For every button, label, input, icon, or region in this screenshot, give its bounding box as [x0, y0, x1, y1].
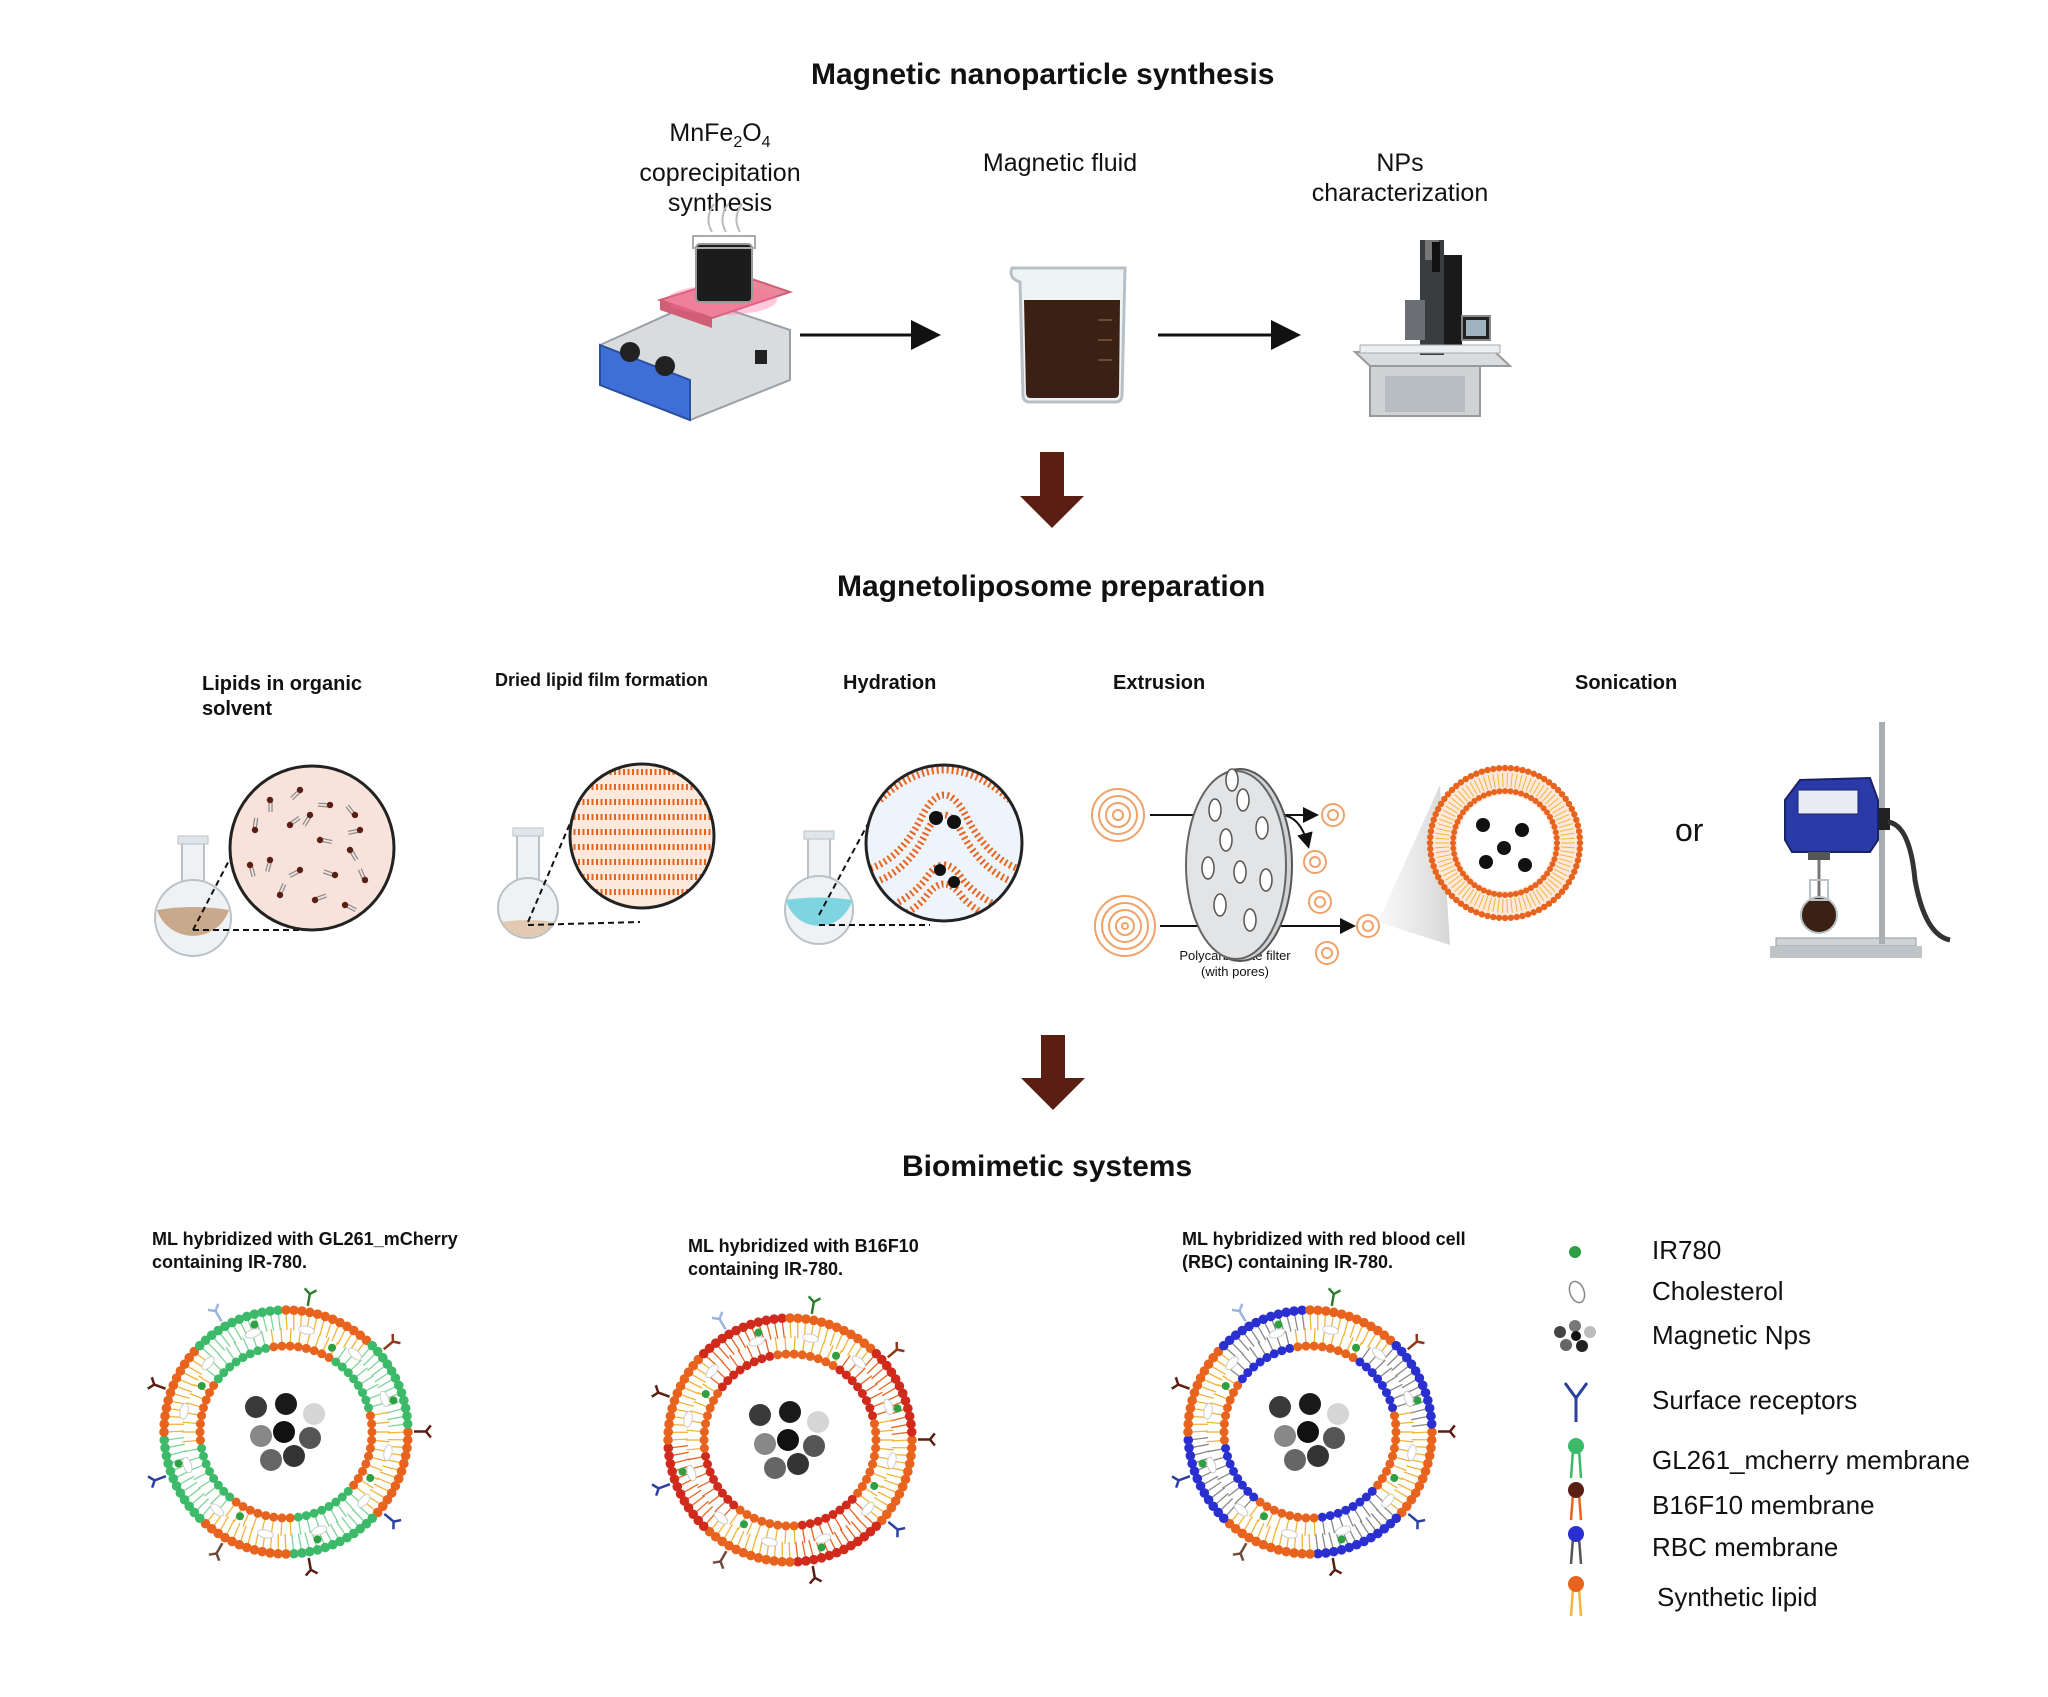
- lipids-organic-solvent-label: Lipids in organic solvent: [202, 672, 362, 722]
- system3-caption: ML hybridized with red blood cell (RBC) …: [1182, 1228, 1466, 1274]
- probe-sonicator-icon: [1770, 722, 1951, 958]
- extrusion-label: Extrusion: [1113, 672, 1206, 694]
- legend-label-rbc: RBC membrane: [1652, 1532, 1839, 1562]
- sys3-line2: (RBC) containing IR-780.: [1182, 1252, 1394, 1272]
- step-nps-characterization-label: NPs characterization: [1290, 148, 1510, 208]
- sys3-line1: ML hybridized with red blood cell: [1182, 1229, 1466, 1249]
- ir780-dot-icon: [1569, 1246, 1581, 1258]
- legend-label-b16f10: B16F10 membrane: [1652, 1490, 1875, 1520]
- legend-label-gl261: GL261_mcherry membrane: [1652, 1445, 1970, 1475]
- formula-sub-4: 4: [761, 134, 771, 151]
- legend-icons: [1554, 1246, 1596, 1617]
- extrusion-multilamellar-vesicles: [1091, 788, 1156, 957]
- formula-sub-2: 2: [733, 134, 743, 151]
- receptor-icon: [1563, 1382, 1589, 1422]
- zoom-lipids-in-solvent: [228, 764, 396, 932]
- biomimetic-system-b16f10: [651, 1295, 936, 1585]
- legend-label-magnetic-nps: Magnetic Nps: [1652, 1320, 1811, 1350]
- flask-hydration-icon: [784, 830, 854, 945]
- legend-label-surface-receptors: Surface receptors: [1652, 1385, 1858, 1415]
- step3-line2: characterization: [1311, 179, 1489, 207]
- s2-step1-line2: solvent: [202, 698, 273, 720]
- legend-label-ir780: IR780: [1652, 1235, 1722, 1265]
- hydration-label: Hydration: [843, 672, 937, 694]
- zoom-magnetoliposome: [1426, 764, 1584, 922]
- dried-lipid-film-label: Dried lipid film formation: [495, 670, 709, 690]
- section3-title: Biomimetic systems: [902, 1150, 1193, 1183]
- formula-o: O: [742, 119, 762, 147]
- step-magnetic-fluid-label: Magnetic fluid: [982, 149, 1138, 177]
- flask-dried-film-icon: [497, 827, 559, 939]
- down-arrow-1: [1020, 452, 1084, 528]
- small-unilamellar-vesicles: [1303, 803, 1380, 965]
- cholesterol-icon: [1568, 1280, 1586, 1304]
- b16f10-lipid-icon: [1568, 1482, 1584, 1521]
- step1-line2: coprecipitation: [639, 159, 801, 187]
- formula-mnfe: MnFe: [669, 119, 734, 147]
- zoom-dried-lipid-film: [568, 762, 716, 910]
- sonication-label: Sonication: [1575, 672, 1678, 694]
- step3-line1: NPs: [1376, 149, 1424, 177]
- system1-caption: ML hybridized with GL261_mCherry contain…: [152, 1228, 458, 1274]
- or-label: or: [1675, 812, 1704, 848]
- filter-line2: (with pores): [1201, 964, 1269, 979]
- step-mnfe2o4-label: MnFe2O4 coprecipitation synthesis: [620, 118, 820, 218]
- step1-line3: synthesis: [667, 189, 773, 217]
- biomimetic-system-rbc: [1171, 1287, 1456, 1577]
- hotplate-stirrer-icon: [599, 203, 794, 422]
- legend-label-cholesterol: Cholesterol: [1652, 1276, 1784, 1306]
- sys1-line1: ML hybridized with GL261_mCherry: [152, 1229, 458, 1249]
- sys2-line1: ML hybridized with B16F10: [688, 1236, 919, 1256]
- electron-microscope-icon: [1352, 240, 1513, 417]
- legend-label-synthetic-lipid: Synthetic lipid: [1657, 1582, 1818, 1612]
- biomimetic-system-gl261: [147, 1287, 432, 1577]
- sys1-line2: containing IR-780.: [152, 1252, 308, 1272]
- magnetic-nps-icon: [1554, 1320, 1596, 1352]
- s2-step1-line1: Lipids in organic: [202, 673, 363, 695]
- system2-caption: ML hybridized with B16F10 containing IR-…: [688, 1235, 919, 1281]
- flask-lipids-organic-icon: [154, 835, 232, 957]
- gl261-lipid-icon: [1568, 1438, 1584, 1479]
- down-arrow-2: [1021, 1035, 1085, 1110]
- rbc-lipid-icon: [1568, 1526, 1584, 1565]
- beaker-magnetic-fluid-icon: [1009, 266, 1127, 404]
- section1-title: Magnetic nanoparticle synthesis: [811, 58, 1275, 91]
- section2-title: Magnetoliposome preparation: [837, 570, 1266, 603]
- polycarbonate-filter-icon: [1185, 768, 1293, 962]
- sys2-line2: containing IR-780.: [688, 1259, 844, 1279]
- synthetic-lipid-icon: [1568, 1576, 1584, 1617]
- zoom-hydration: [864, 763, 1024, 923]
